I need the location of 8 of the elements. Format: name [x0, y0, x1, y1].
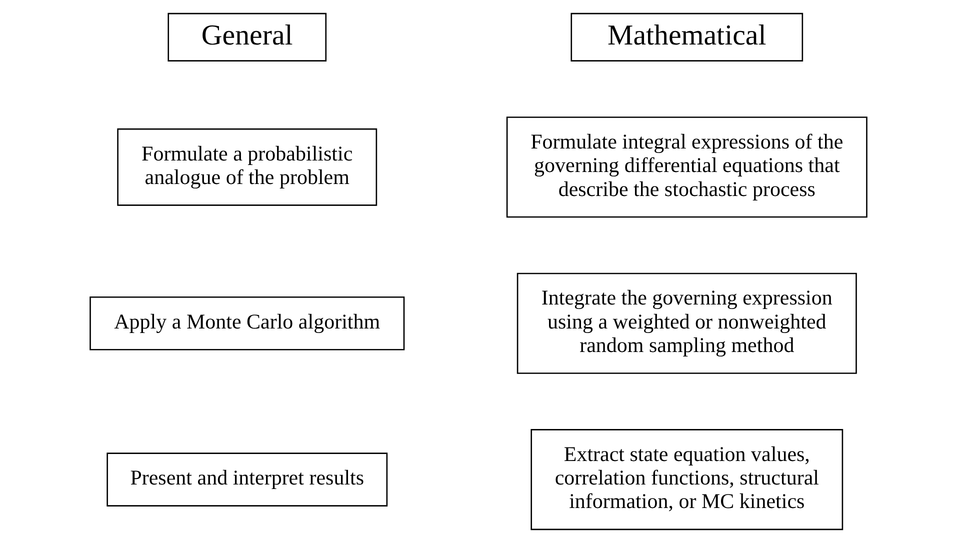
node-box: Formulate integral expressions of the governing differential equations that describe the stochastic process — [506, 116, 867, 218]
node-box: Present and interpret results — [106, 452, 388, 506]
node-box: Formulate a probabilistic analogue of the problem — [116, 128, 377, 206]
node-box: General — [167, 12, 326, 62]
node-box: Mathematical — [570, 12, 803, 62]
node-box: Extract state equation values, correlation functions, structural information, or MC kinetics — [530, 429, 843, 530]
node-box: Integrate the governing expression using a weighted or nonweighted random sampling method — [516, 272, 856, 374]
node-box: Apply a Monte Carlo algorithm — [89, 296, 404, 350]
